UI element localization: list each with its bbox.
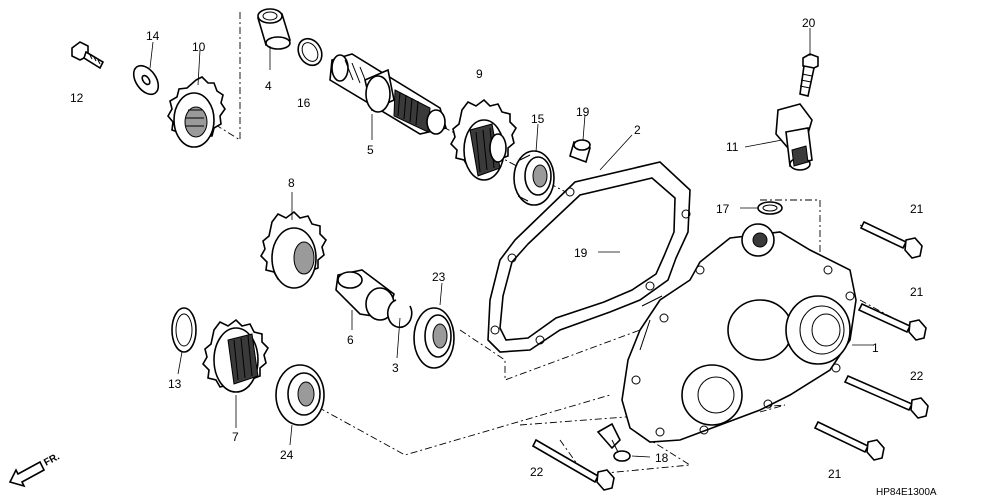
callout-19-lower: 19: [574, 246, 588, 260]
callout-6: 6: [347, 333, 354, 347]
part-6-collar: [335, 269, 395, 321]
part-20-bolt: [799, 53, 819, 97]
part-18-clamp: [596, 422, 631, 462]
callout-10: 10: [192, 40, 206, 54]
part-11-speed-sensor: [775, 103, 813, 171]
part-9-gear: [450, 98, 517, 181]
part-5-countershaft: [329, 53, 448, 135]
leader-lines: [149, 28, 874, 458]
callout-labels: 1 2 3 4 5 6 7 8 9 10 11 12 13 14 15 16 1…: [70, 16, 924, 481]
callout-19-upper: 19: [576, 105, 590, 119]
callout-7: 7: [232, 430, 239, 444]
figure-code: HP84E1300A: [876, 487, 937, 498]
callout-14: 14: [146, 29, 160, 43]
part-17-o-ring: [757, 201, 783, 215]
callout-12: 12: [70, 91, 84, 105]
part-1-rear-case-cover: [621, 223, 857, 443]
callout-1: 1: [872, 341, 879, 355]
part-24-ball-bearing: [275, 364, 325, 426]
front-arrow-icon: [8, 460, 46, 488]
callout-5: 5: [367, 143, 374, 157]
part-22-bolt-b: [531, 438, 615, 491]
part-10-drive-sprocket: [167, 76, 226, 148]
part-23-ball-bearing: [413, 307, 455, 369]
part-7-gear: [202, 318, 269, 393]
callout-15: 15: [531, 112, 545, 126]
callout-8: 8: [288, 176, 295, 190]
part-13-circlip: [171, 307, 197, 353]
part-4-needle-bearing: [256, 8, 292, 50]
front-label: FR.: [42, 451, 62, 468]
callout-11: 11: [726, 140, 739, 154]
callout-13: 13: [168, 377, 182, 391]
part-21-bolt-c: [813, 420, 885, 461]
part-16-ring: [297, 37, 323, 67]
callout-3: 3: [392, 361, 399, 375]
callout-20: 20: [802, 16, 816, 30]
part-19-dowel-pin-upper: [569, 139, 591, 164]
callout-4: 4: [265, 79, 272, 93]
callout-21-lower: 21: [828, 467, 842, 481]
part-14-washer: [132, 64, 160, 96]
callout-22-right: 22: [910, 369, 924, 383]
part-8-gear: [260, 210, 327, 289]
front-direction-indicator: FR.: [8, 451, 62, 488]
part-22-bolt-a: [843, 374, 929, 419]
part-21-bolt-a: [859, 220, 923, 259]
callout-24: 24: [280, 448, 294, 462]
part-21-bolt-b: [857, 302, 927, 341]
callout-23: 23: [432, 270, 446, 284]
part-15-ball-bearing: [513, 150, 555, 206]
callout-16: 16: [297, 96, 311, 110]
callout-18: 18: [655, 451, 669, 465]
callout-21-upper: 21: [910, 202, 924, 216]
callout-2: 2: [634, 123, 641, 137]
callout-21-middle: 21: [910, 285, 924, 299]
callout-17: 17: [716, 202, 730, 216]
callout-9: 9: [476, 67, 483, 81]
part-2-gasket: [487, 161, 691, 353]
part-3-snap-ring: [386, 299, 413, 329]
part-12-flange-bolt: [71, 41, 105, 70]
callout-22-bottom: 22: [530, 465, 544, 479]
